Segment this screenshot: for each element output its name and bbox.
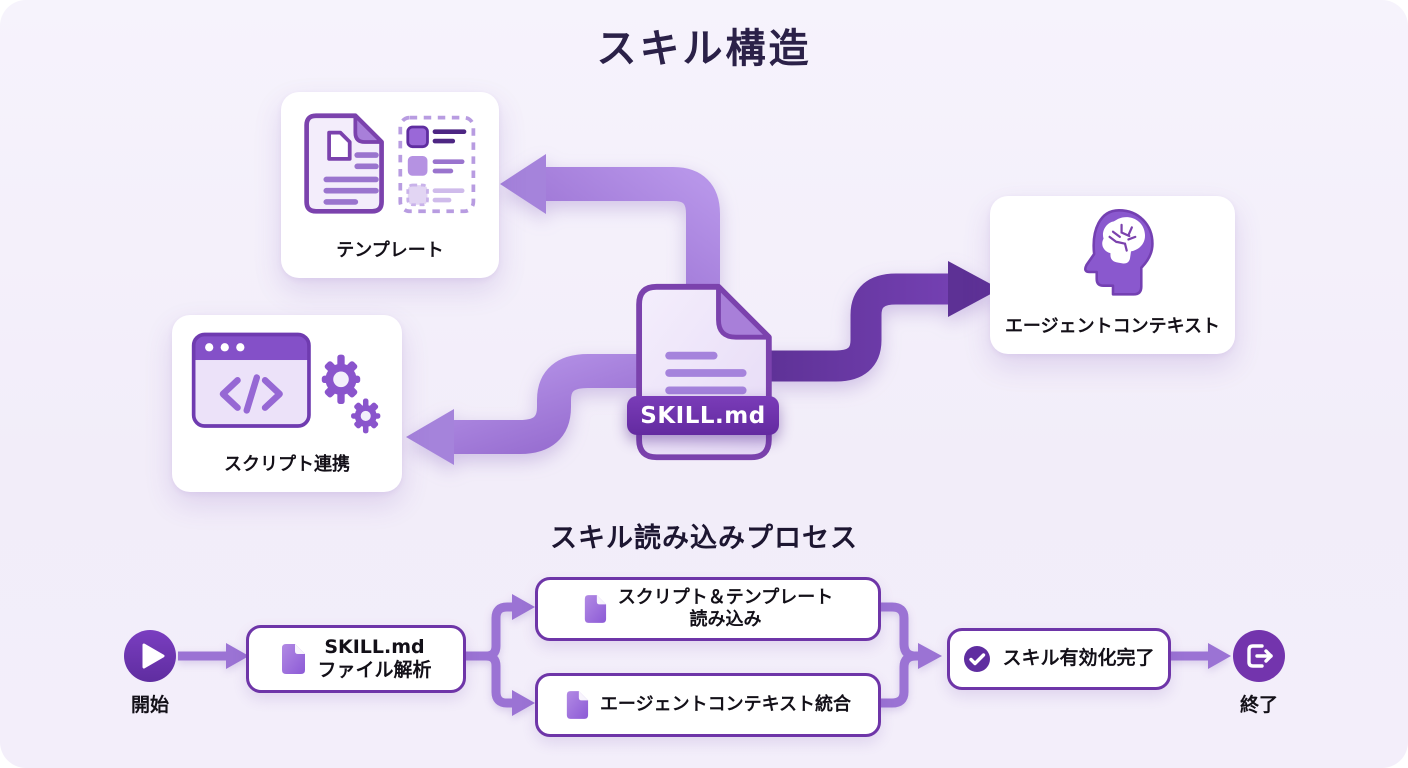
page-title: スキル構造 xyxy=(596,26,812,72)
card-script: スクリプト連携 xyxy=(172,315,402,492)
arrow-skill-to-template xyxy=(500,154,720,302)
arrowhead xyxy=(406,409,454,465)
process-heading: スキル読み込みプロセス xyxy=(550,523,858,554)
file-icon xyxy=(282,644,306,674)
code-window-gears-icon xyxy=(189,315,385,450)
card-template: テンプレート xyxy=(281,92,499,278)
step-complete-box: スキル有効化完了 xyxy=(947,628,1171,690)
step-complete-text: スキル有効化完了 xyxy=(1002,647,1155,670)
play-icon xyxy=(124,630,176,682)
flow-arrowheads xyxy=(226,594,1231,716)
arrow-skill-to-script xyxy=(406,354,650,465)
arrowhead xyxy=(948,261,1000,317)
arrowhead xyxy=(500,154,546,214)
end-node xyxy=(1233,630,1285,682)
start-label: 開始 xyxy=(130,694,169,716)
start-node xyxy=(124,630,176,682)
exit-icon xyxy=(1233,630,1285,682)
step-parse-text: SKILL.md ファイル解析 xyxy=(317,635,432,681)
step-load-box: スクリプト＆テンプレート 読み込み xyxy=(535,577,881,641)
step-integrate-text: エージェントコンテキスト統合 xyxy=(599,694,852,716)
file-icon xyxy=(566,691,589,719)
file-document-icon xyxy=(636,283,772,461)
step-load-text: スクリプト＆テンプレート 読み込み xyxy=(617,587,834,630)
card-label: テンプレート xyxy=(336,240,444,261)
card-agent-context: エージェントコンテキスト xyxy=(990,196,1235,354)
file-icon xyxy=(584,595,606,623)
card-label: スクリプト連携 xyxy=(224,454,350,475)
document-template-icon xyxy=(301,92,479,236)
arrow-skill-to-agent xyxy=(756,261,1000,382)
end-label: 終了 xyxy=(1239,694,1278,716)
brain-head-icon xyxy=(1070,196,1156,312)
skill-md-badge: SKILL.md xyxy=(627,396,779,435)
step-integrate-box: エージェントコンテキスト統合 xyxy=(535,673,881,737)
step-parse-box: SKILL.md ファイル解析 xyxy=(246,625,466,693)
check-circle-icon xyxy=(964,646,991,672)
card-label: エージェントコンテキスト xyxy=(1004,316,1221,337)
skill-md-label: SKILL.md xyxy=(640,402,766,429)
